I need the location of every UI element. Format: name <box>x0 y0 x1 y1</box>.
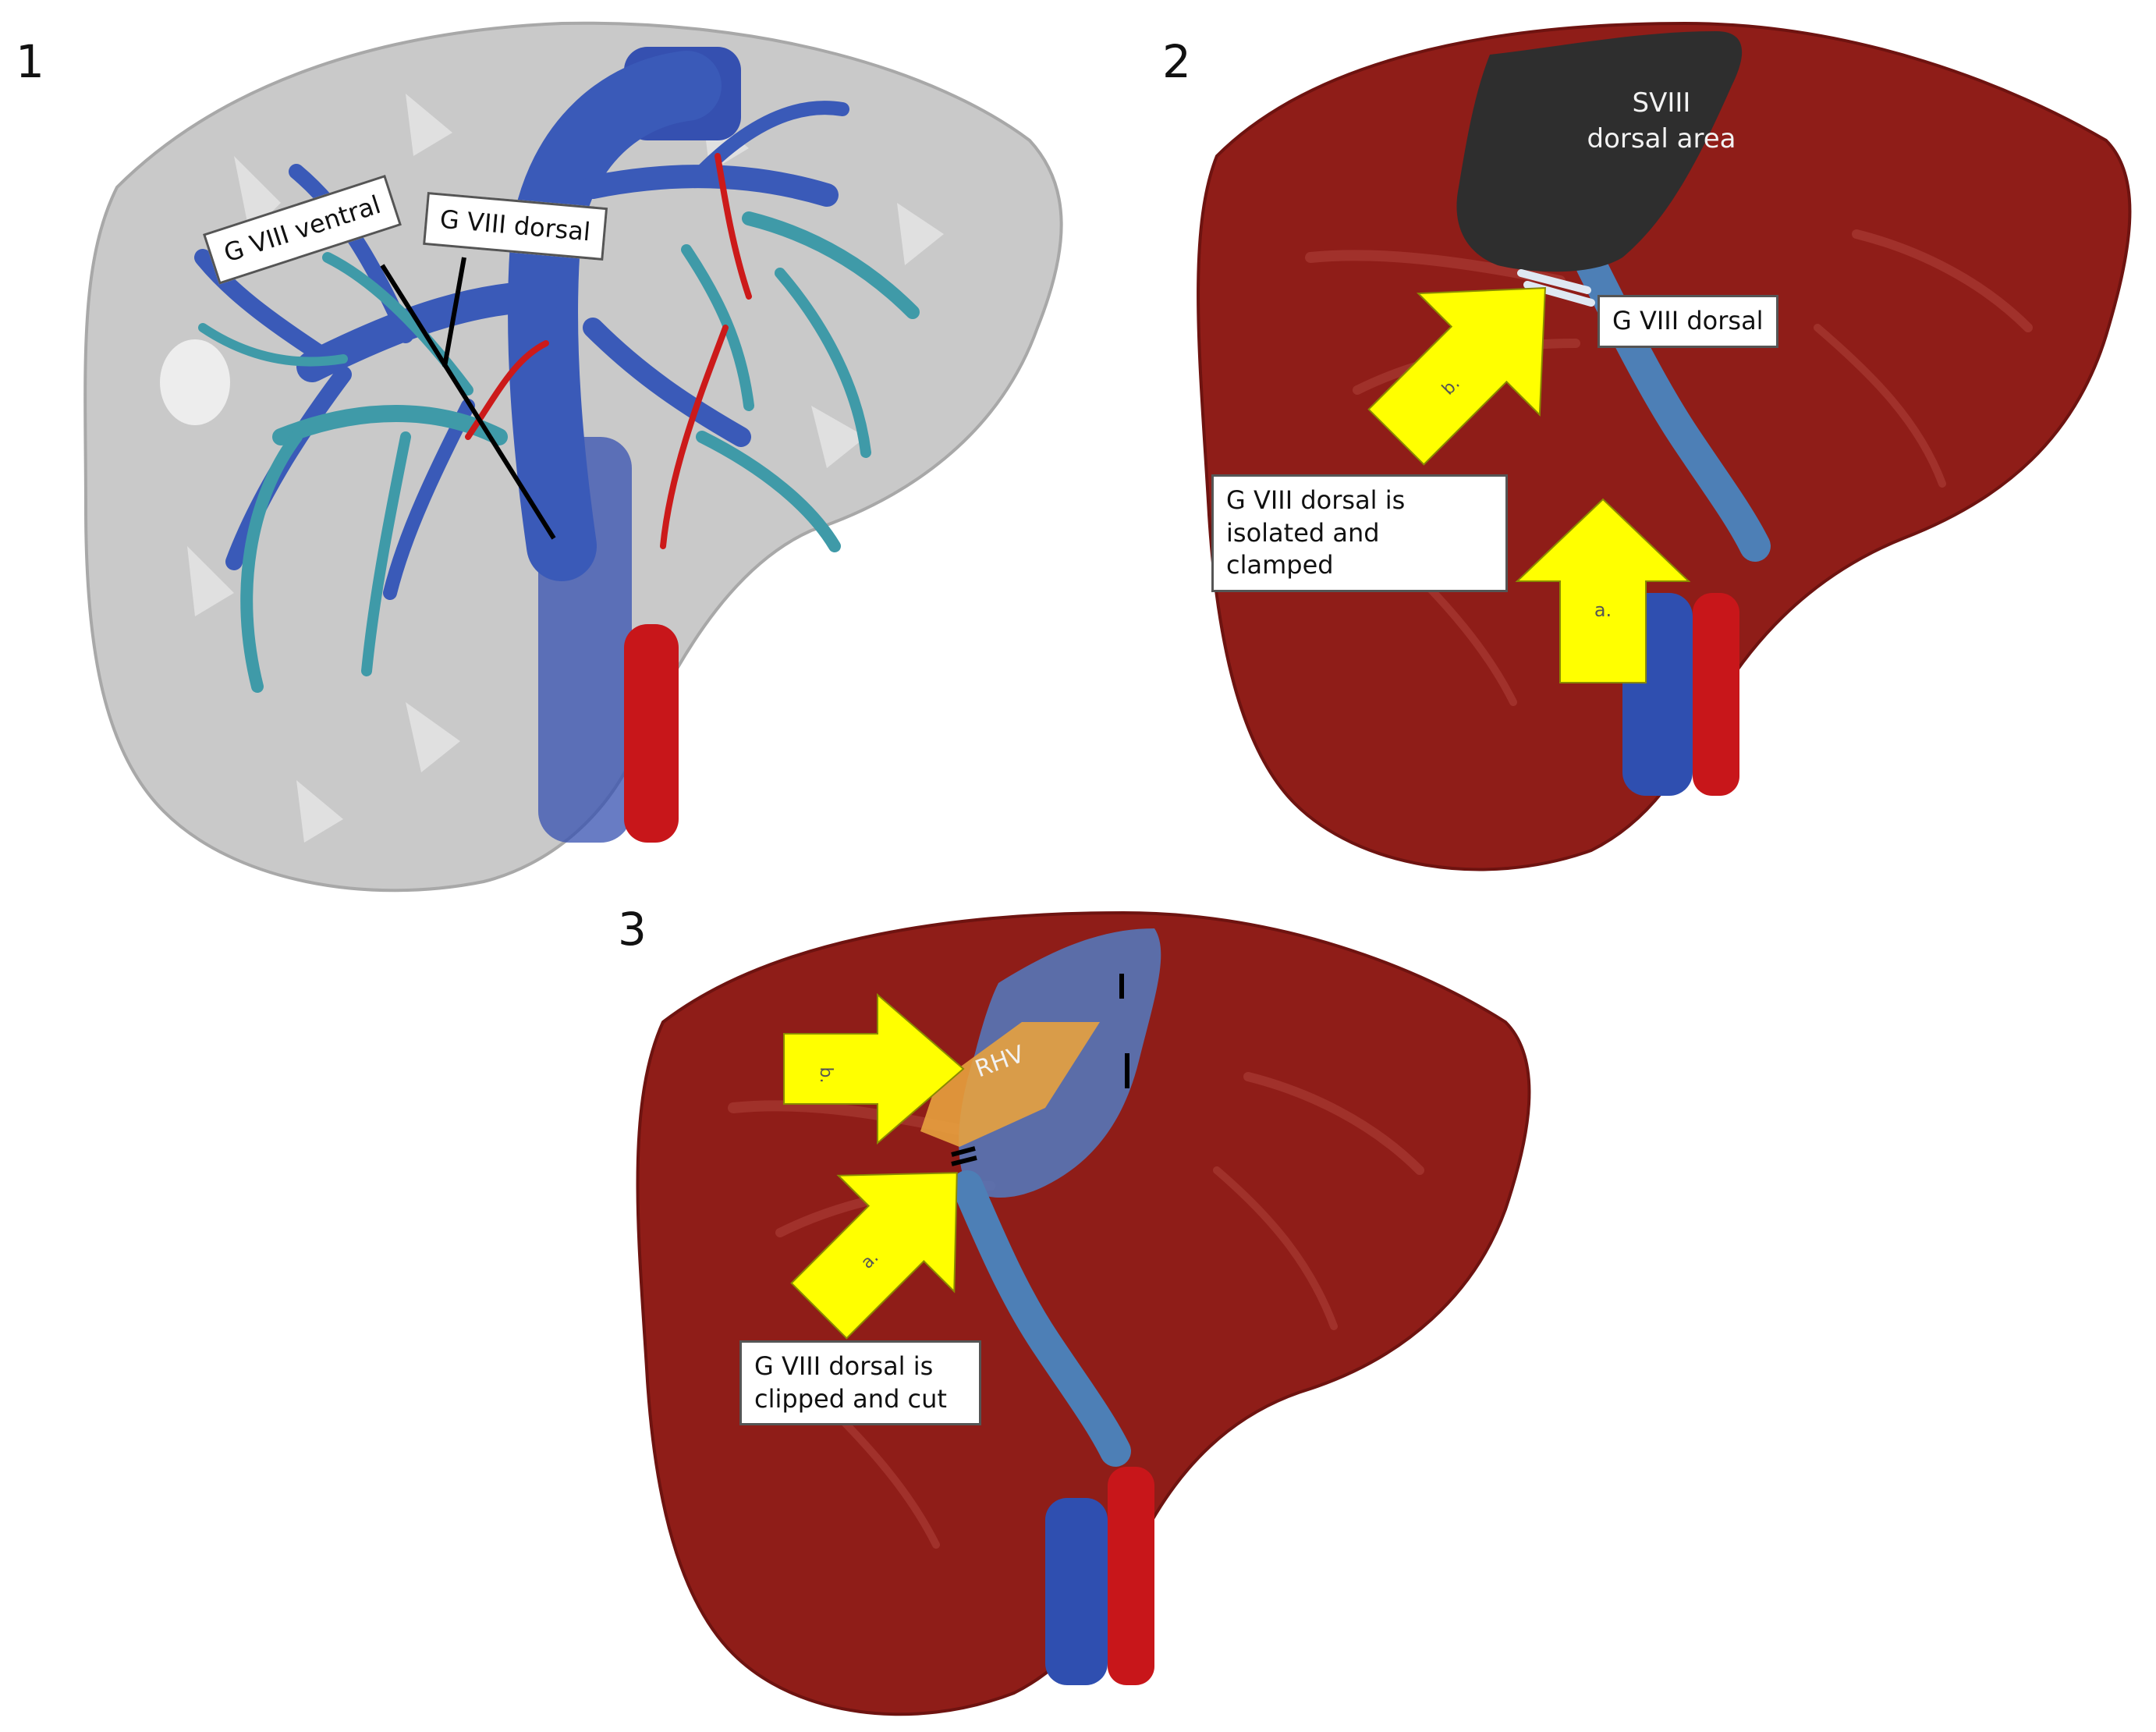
arrow-b-label: b. <box>816 1067 835 1084</box>
panel-3-number: 3 <box>618 903 647 956</box>
dorsal-cut-line <box>442 257 466 367</box>
liver-silhouette <box>1197 21 2132 871</box>
arrow-b: b. <box>783 992 965 1145</box>
arrow-a-label: a. <box>1594 599 1612 621</box>
exposed-hepatic-vein <box>952 1170 1131 1467</box>
clip-marks <box>951 974 1129 1166</box>
s8-dorsal-area <box>1456 31 1743 272</box>
label-s8-dorsal-area: SVIII dorsal area <box>1587 87 1736 154</box>
aorta <box>1108 1467 1154 1685</box>
panel-2-number: 2 <box>1162 35 1191 88</box>
aorta <box>1693 593 1739 796</box>
vena-cava <box>1045 1498 1108 1685</box>
resection-patch <box>920 1022 1100 1147</box>
note-clipped-cut: G VIII dorsal is clipped and cut <box>739 1340 981 1426</box>
panel-1-illustration <box>83 21 1063 893</box>
arrow-a: a. <box>1515 498 1691 683</box>
aorta <box>624 624 679 843</box>
label-g8-dorsal: G VIII dorsal <box>1597 295 1778 348</box>
arrow-a: a. <box>790 1172 958 1340</box>
gallbladder <box>160 339 230 425</box>
panel-2-illustration: b. a. <box>1197 21 2132 871</box>
ventral-cut-line <box>380 264 556 540</box>
note-isolated-clamped: G VIII dorsal is isolated and clamped <box>1211 474 1508 592</box>
panel-1-number: 1 <box>16 35 44 88</box>
arrow-b: b. <box>1367 287 1546 466</box>
panel-3-illustration: b. a. RHV <box>636 910 1531 1716</box>
